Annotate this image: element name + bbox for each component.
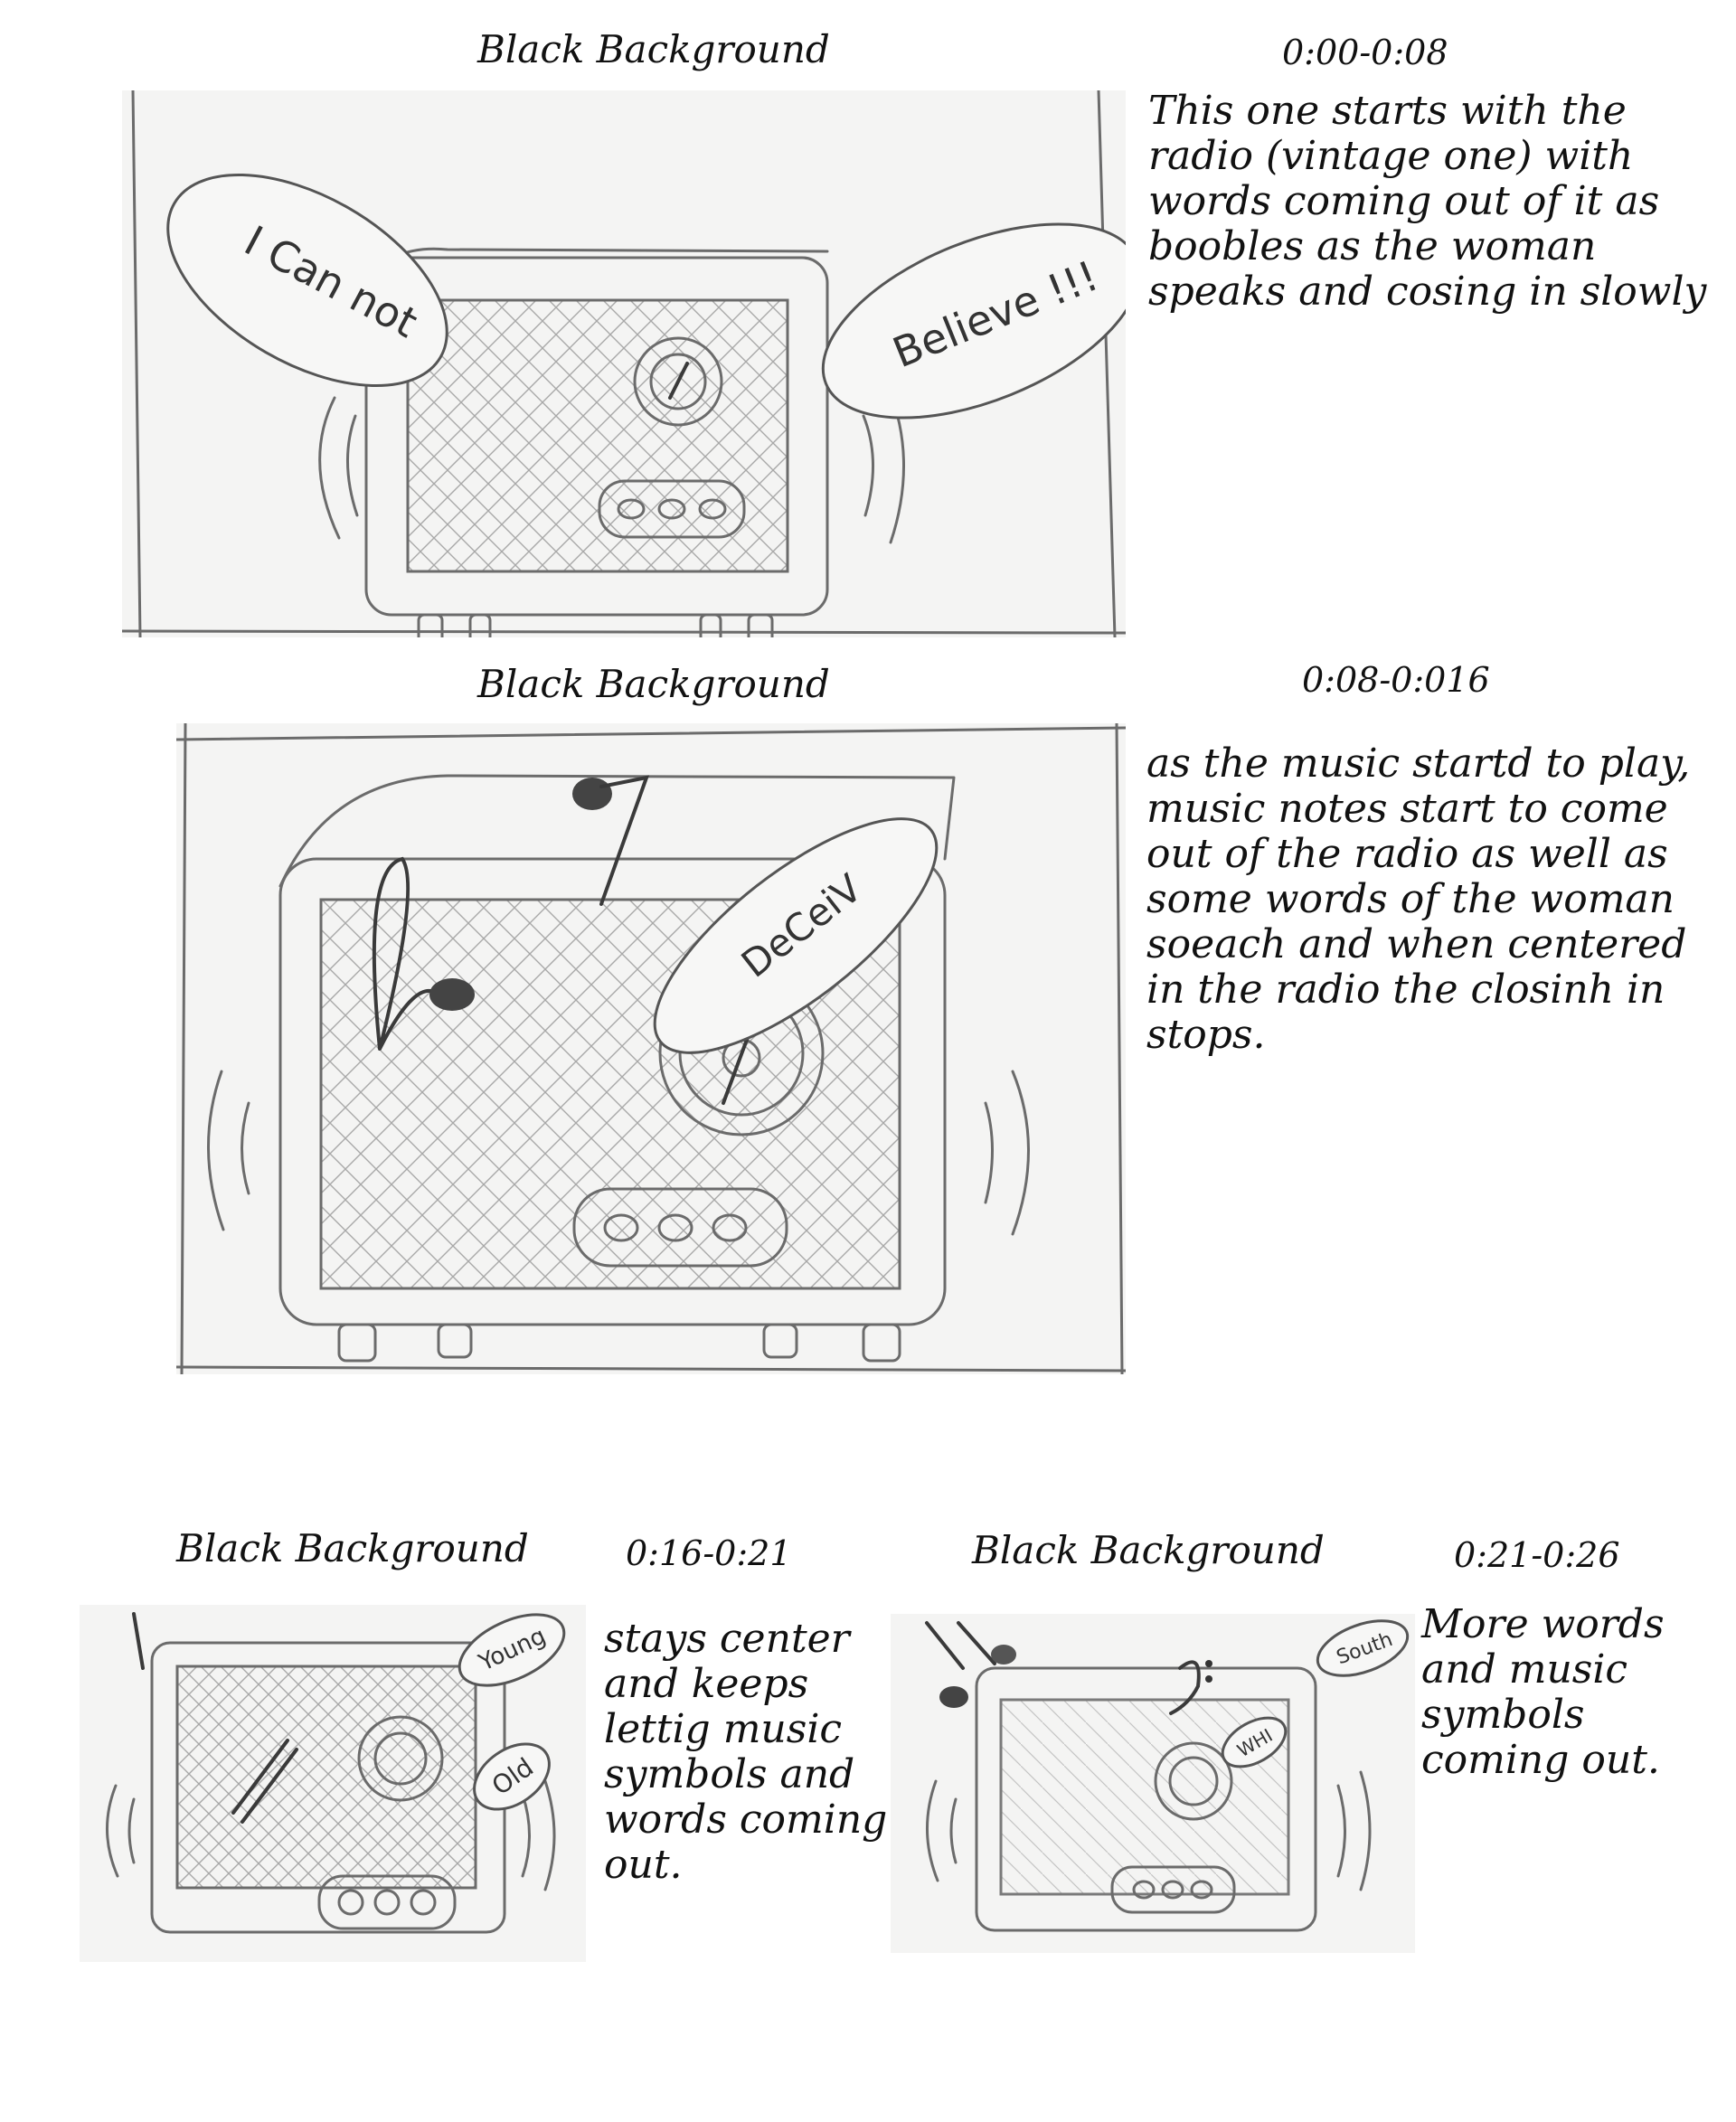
description-line: out. <box>604 1842 683 1888</box>
radio-sketch-image: DeCeiV <box>176 723 1126 1374</box>
description-line: More words <box>1421 1601 1665 1647</box>
description-line: in the radio the closinh in <box>1146 967 1665 1013</box>
description-line: some words of the woman <box>1146 876 1675 922</box>
description-line: boobles as the woman <box>1148 223 1597 269</box>
description-line: soeach and when centered <box>1146 921 1687 967</box>
description-line: words coming <box>604 1797 888 1843</box>
description-line: radio (vintage one) with <box>1148 133 1634 179</box>
description-line: coming out. <box>1421 1737 1660 1783</box>
radio-sketch-image: South WHI <box>925 1619 1410 1932</box>
scene-3-description: stays center and keeps lettig music symb… <box>604 1617 887 1888</box>
scene-1-sketch: I Can not Believe !!! <box>122 90 1126 637</box>
description-line: as the music startd to play, <box>1146 740 1691 787</box>
scene-2-sketch: DeCeiV <box>176 723 1126 1374</box>
description-line: speaks and cosing in slowly <box>1148 269 1707 315</box>
description-line: lettig music <box>604 1706 843 1752</box>
description-line: and keeps <box>604 1661 809 1707</box>
scene-1-label: Black Background <box>477 27 830 71</box>
scene-2-label: Black Background <box>477 662 830 706</box>
scene-3-sketch: Young Old <box>80 1605 586 1962</box>
description-line: out of the radio as well as <box>1146 831 1668 877</box>
description-line: symbols and <box>604 1751 855 1797</box>
description-line: words coming out of it as <box>1148 178 1660 224</box>
radio-sketch-image: Young Old <box>105 1612 566 1934</box>
scene-1-time: 0:00-0:08 <box>1282 33 1448 72</box>
description-line: symbols <box>1421 1692 1585 1738</box>
scene-2-time: 0:08-0:016 <box>1302 660 1490 700</box>
scene-4-label: Black Background <box>972 1528 1325 1572</box>
description-line: stays center <box>604 1616 850 1662</box>
scene-4-time: 0:21-0:26 <box>1454 1535 1620 1575</box>
scene-4-description: More words and music symbols coming out. <box>1421 1602 1665 1783</box>
scene-3-label: Black Background <box>176 1526 529 1570</box>
scene-4-sketch: South WHI <box>891 1614 1415 1953</box>
radio-sketch-image: I Can not Believe !!! <box>122 90 1126 637</box>
description-line: and music <box>1421 1646 1628 1693</box>
scene-1-description: This one starts with the radio (vintage … <box>1148 89 1706 315</box>
description-line: music notes start to come <box>1146 786 1668 832</box>
scene-2-description: as the music startd to play, music notes… <box>1146 741 1690 1058</box>
scene-3-time: 0:16-0:21 <box>626 1533 792 1573</box>
description-line: This one starts with the <box>1148 88 1627 134</box>
description-line: stops. <box>1146 1012 1266 1058</box>
